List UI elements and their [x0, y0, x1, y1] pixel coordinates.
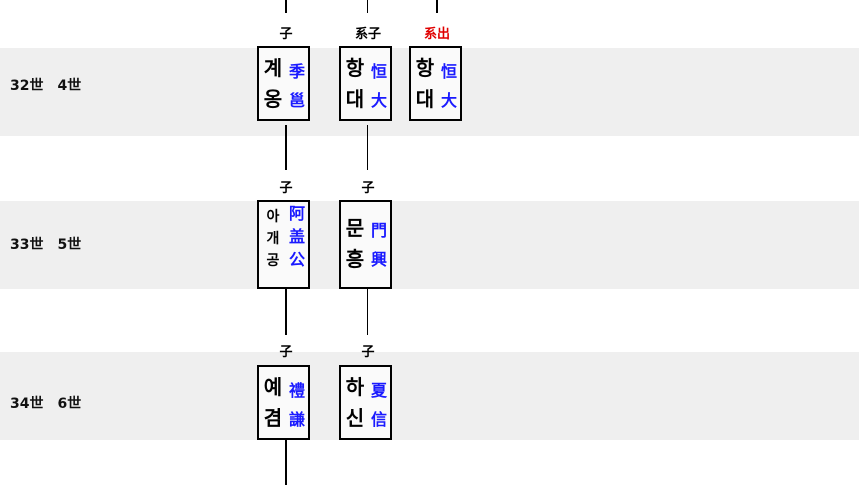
- lineage-connector: [285, 288, 287, 335]
- sub-generation-number: 5世: [57, 237, 82, 253]
- sub-generation-number: 6世: [57, 396, 82, 412]
- person-name-hangul: 계옹: [263, 56, 283, 111]
- generation-row-33: [0, 201, 859, 289]
- person-name-hanja: 夏信: [370, 381, 387, 429]
- person-box-hangdae[interactable]: 항대 恒大: [339, 46, 392, 121]
- person-name-hangul: 문흥: [345, 216, 365, 271]
- person-box-yegyeom[interactable]: 예겸 禮謙: [257, 365, 310, 440]
- person-name-hangul: 항대: [345, 56, 365, 111]
- person-name-hanja: 恒大: [370, 62, 387, 110]
- sub-generation-number: 4世: [57, 78, 82, 94]
- lineage-connector: [285, 125, 287, 170]
- generation-number: 32世: [10, 78, 44, 94]
- person-name-hanja: 門興: [370, 221, 387, 269]
- relation-label: 子: [279, 27, 293, 42]
- person-box-hasin[interactable]: 하신 夏信: [339, 365, 392, 440]
- generation-number: 34世: [10, 396, 44, 412]
- relation-label: 子: [279, 181, 293, 196]
- lineage-connector: [285, 439, 287, 485]
- relation-label: 子: [361, 181, 375, 196]
- person-box-agaegong[interactable]: 아개공 阿盖公: [257, 200, 310, 289]
- lineage-connector: [367, 125, 368, 170]
- person-name-hanja: 恒大: [440, 62, 457, 110]
- generation-number: 33世: [10, 237, 44, 253]
- relation-label: 系子: [354, 27, 381, 42]
- lineage-connector: [367, 288, 368, 335]
- person-box-gyeong[interactable]: 계옹 季邕: [257, 46, 310, 121]
- person-name-hangul: 하신: [345, 375, 365, 430]
- person-box-hangdae-origin[interactable]: 항대 恒大: [409, 46, 462, 121]
- generation-label-33: 33世 5世: [10, 234, 95, 254]
- person-name-hanja: 季邕: [288, 62, 305, 110]
- person-name-hangul: 항대: [415, 56, 435, 111]
- relation-label-adopted-out: 系出: [423, 27, 450, 42]
- generation-label-32: 32世 4世: [10, 75, 95, 95]
- person-name-hangul: 예겸: [263, 375, 283, 430]
- relation-label: 子: [279, 345, 293, 360]
- generation-row-34: [0, 352, 859, 440]
- person-name-hanja: 阿盖公: [288, 204, 305, 269]
- person-box-munheung[interactable]: 문흥 門興: [339, 200, 392, 289]
- lineage-connector: [367, 0, 368, 13]
- relation-label: 子: [361, 345, 375, 360]
- person-name-hangul: 아개공: [266, 209, 280, 269]
- generation-label-34: 34世 6世: [10, 393, 95, 413]
- lineage-connector: [436, 0, 438, 13]
- lineage-connector: [285, 0, 287, 13]
- person-name-hanja: 禮謙: [288, 381, 305, 429]
